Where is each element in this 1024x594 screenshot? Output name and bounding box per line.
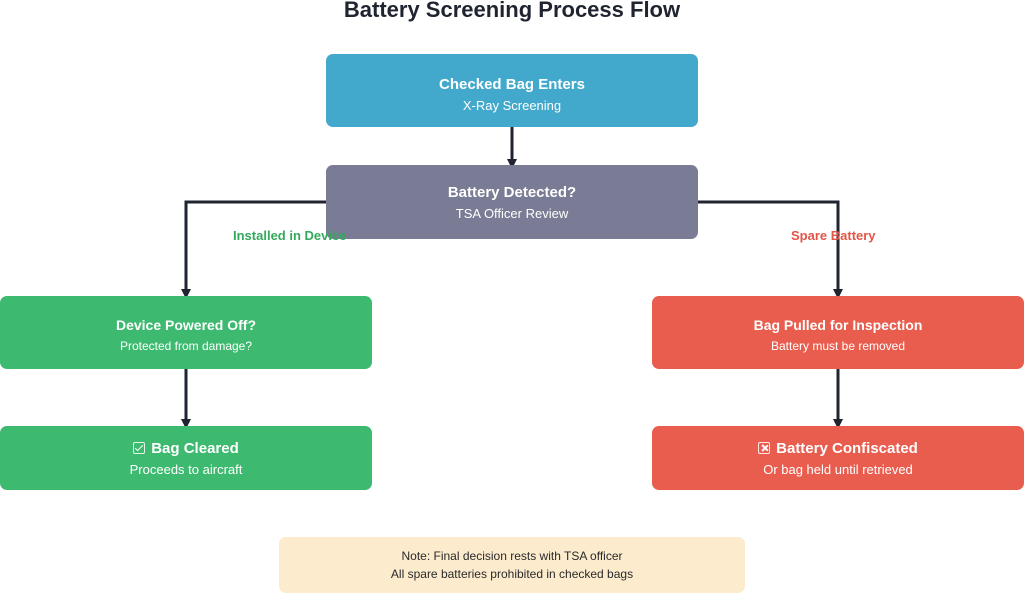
node-subtitle: Proceeds to aircraft [129,462,243,477]
node-bag-pulled-inspection: Bag Pulled for Inspection Battery must b… [652,296,1024,369]
node-subtitle: Protected from damage? [119,339,253,353]
node-battery-confiscated: Battery Confiscated Or bag held until re… [652,426,1024,490]
branch-label-spare: Spare Battery [791,228,876,243]
node-title: Checked Bag Enters [439,76,585,93]
node-subtitle: X-Ray Screening [462,98,562,113]
arrow-decision-to-inspection [697,200,843,299]
note-line-1: Note: Final decision rests with TSA offi… [401,549,623,563]
node-subtitle: TSA Officer Review [455,206,569,221]
node-checked-bag-enters: Checked Bag Enters X-Ray Screening [326,54,698,127]
node-title: Battery Detected? [447,184,577,201]
diagram-title: Battery Screening Process Flow [343,0,681,22]
note-line-2: All spare batteries prohibited in checke… [390,567,634,581]
node-device-powered-off: Device Powered Off? Protected from damag… [0,296,372,369]
node-subtitle: Or bag held until retrieved [763,462,913,477]
node-bag-cleared: Bag Cleared Proceeds to aircraft [0,426,372,490]
note-box: Note: Final decision rests with TSA offi… [279,537,745,593]
node-title: Device Powered Off? [115,317,257,333]
arrow-decision-to-powered-off [181,200,327,299]
check-icon [133,442,146,454]
cross-icon [758,442,771,454]
node-subtitle: Battery must be removed [770,339,906,353]
branch-label-installed: Installed in Device [233,228,347,243]
node-title: Bag Pulled for Inspection [753,317,923,333]
node-title: Bag Cleared [151,440,239,457]
node-title: Battery Confiscated [776,440,918,457]
node-battery-detected: Battery Detected? TSA Officer Review [326,165,698,239]
